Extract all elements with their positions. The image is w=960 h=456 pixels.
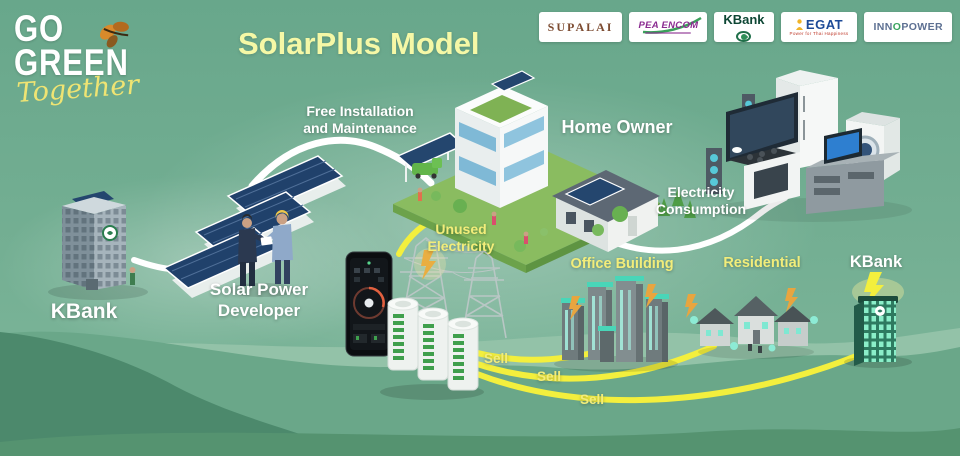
supalai-label: SUPALAI [547, 19, 614, 34]
logo-pea-encom: PEA ENCOM [629, 12, 708, 42]
battery-storage [380, 297, 484, 400]
page-title: SolarPlus Model [238, 26, 480, 62]
flow-home-to-appliances [587, 195, 788, 254]
energy-app-phone [345, 251, 393, 357]
logo-egat: EGAT Power for Thai Happiness [780, 12, 858, 42]
bolt-icon [685, 294, 698, 318]
label-kbank-left: KBank [50, 300, 118, 323]
mountain-silhouettes [0, 328, 960, 456]
bolt-icon [569, 296, 582, 320]
solar-developer-people [228, 210, 296, 297]
solar-farm [162, 155, 346, 298]
egat-figure-icon [795, 18, 803, 30]
label-unused-electricity: Unused Electricity [427, 221, 495, 255]
innopower-pre: INN [873, 21, 893, 33]
bolt-icon [864, 272, 884, 306]
pea-encom-label: PEA ENCOM [638, 20, 699, 31]
sell-line-residential [443, 343, 717, 382]
label-residential: Residential [723, 255, 801, 271]
innopower-label: INNOPOWER [873, 21, 943, 33]
sell-line-kbank [443, 349, 869, 404]
label-home-owner: Home Owner [561, 117, 673, 137]
brand-line-3: Together [15, 69, 141, 109]
kbank-left-building [48, 191, 148, 300]
bolt-icon [645, 284, 658, 308]
innopower-accent: O [892, 21, 902, 33]
partner-logos: SUPALAI PEA ENCOM KBank EGAT Power for T… [538, 12, 952, 42]
label-solar-power-developer: Solar Power Developer [209, 280, 309, 320]
office-building-cluster [554, 276, 678, 372]
appliances-cluster [706, 70, 912, 222]
egat-tagline: Power for Thai Happiness [789, 31, 849, 36]
kbank-label: KBank [723, 12, 765, 27]
label-sell-1: Sell [483, 351, 509, 366]
residential-cluster [685, 288, 818, 359]
label-kbank-right: KBank [849, 253, 903, 271]
egat-label: EGAT [805, 16, 844, 32]
go-green-logo: GO GREEN Together [14, 8, 151, 109]
home-owner-plot [393, 70, 696, 273]
logo-supalai: SUPALAI [538, 12, 623, 42]
label-sell-3: Sell [579, 392, 605, 407]
label-free-installation: Free Installation and Maintenance [303, 103, 417, 137]
label-office-building: Office Building [570, 256, 674, 272]
label-electricity-consumption: Electricity Consumption [655, 184, 747, 218]
label-sell-2: Sell [536, 369, 562, 384]
pea-encom-subline [645, 32, 692, 34]
bolt-icon [785, 288, 798, 312]
brand-line-2: GREEN [14, 42, 129, 84]
logo-kbank: KBank [714, 12, 774, 42]
logo-innopower: INNOPOWER [864, 12, 952, 42]
title-bold: Model [390, 26, 480, 61]
butterfly-icon [99, 21, 129, 48]
innopower-post: POWER [901, 21, 943, 33]
kbank-circle-icon [736, 31, 752, 42]
kbank-right-building [844, 272, 912, 368]
brand-line-1: GO [14, 8, 65, 49]
grid-lightning-icon [414, 248, 446, 280]
title-regular: SolarPlus [238, 26, 381, 61]
